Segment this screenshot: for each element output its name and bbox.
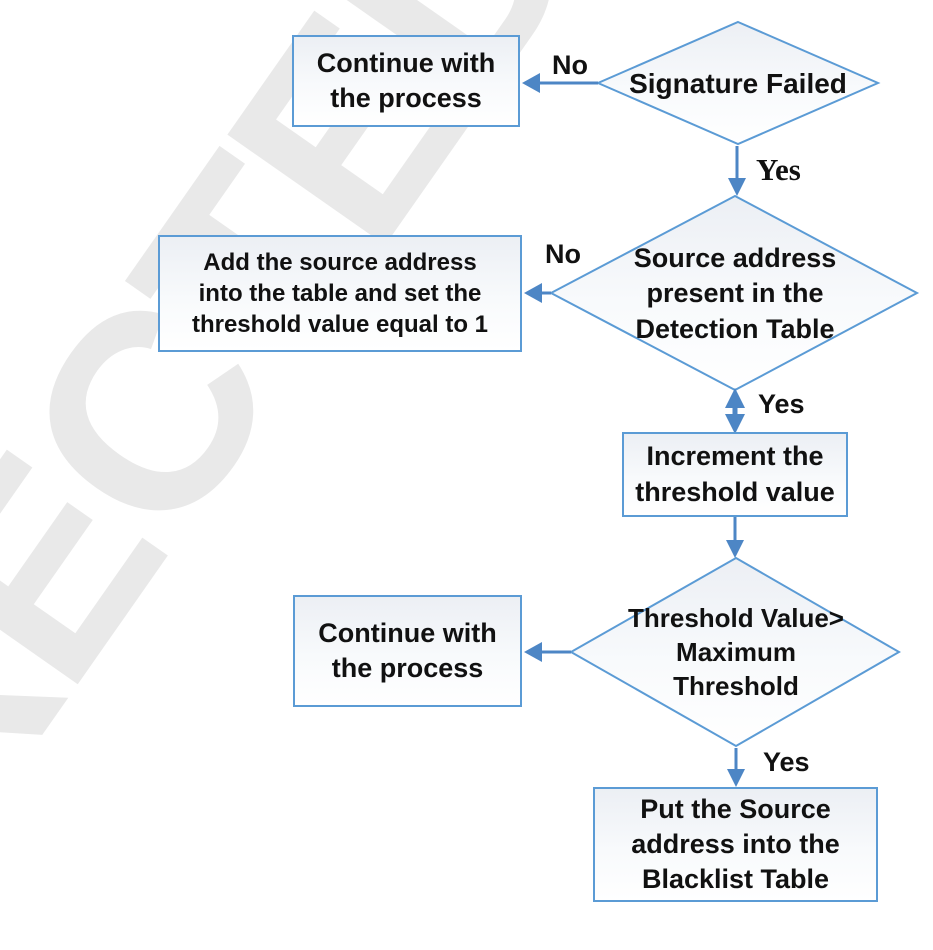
edge-label-no-1: No <box>552 50 588 80</box>
decision-label-signature-failed: Signature Failed <box>629 67 847 99</box>
process-box-blacklist: Put the Source address into the Blacklis… <box>593 787 878 902</box>
process-box-continue2: Continue with the process <box>293 595 522 707</box>
decision-label-source-present: Source address present in the Detection … <box>633 243 837 344</box>
edge-label-yes-3: Yes <box>763 747 810 777</box>
arrowhead-up-source-present <box>725 388 745 408</box>
process-box-add-source: Add the source address into the table an… <box>158 235 522 352</box>
edge-label-no-2: No <box>545 239 581 269</box>
arrowhead-down-increment <box>725 414 745 434</box>
arrowhead-down-threshold-check <box>726 540 744 558</box>
decision-diamond-threshold-check <box>568 556 902 748</box>
arrowhead-down-source-present <box>728 178 746 196</box>
process-box-increment: Increment the threshold value <box>622 432 848 517</box>
edge-label-yes-2: Yes <box>758 389 805 419</box>
process-box-continue1: Continue with the process <box>292 35 520 127</box>
decision-diamond-signature-failed <box>595 20 881 146</box>
decision-label-threshold-check: Threshold Value> Maximum Threshold <box>627 603 844 701</box>
arrowhead-left-add-source <box>524 283 542 303</box>
arrowhead-left-continue1 <box>522 73 540 93</box>
arrowhead-down-blacklist <box>727 769 745 787</box>
arrowhead-left-continue2 <box>524 642 542 662</box>
edge-label-yes-1: Yes <box>756 152 801 187</box>
